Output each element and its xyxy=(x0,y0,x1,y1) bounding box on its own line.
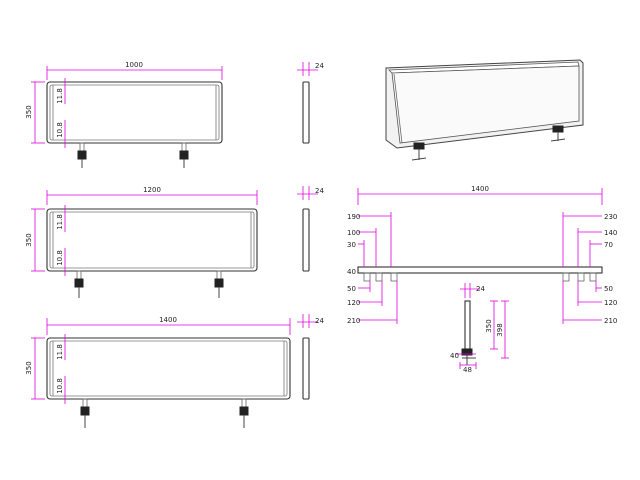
top-panel xyxy=(357,266,603,274)
clamp-right xyxy=(179,142,189,168)
perspective-clamp-right xyxy=(550,125,566,142)
width-label: 1200 xyxy=(143,186,161,194)
overall-width-label: 1400 xyxy=(471,185,489,193)
panel-1400-side-view: 24 xyxy=(297,314,324,400)
panel-1200 xyxy=(46,208,258,272)
thickness-label: 24 xyxy=(315,187,324,195)
dim-140: 140 xyxy=(604,229,617,237)
thickness-label: 24 xyxy=(315,317,324,325)
dim-120-right: 120 xyxy=(604,299,617,307)
frame-bottom-label: 10.8 xyxy=(56,378,64,394)
side-profile xyxy=(302,337,310,400)
panel-1000-front-view: 1000 350 11.8 10.8 xyxy=(25,61,223,168)
clamp-right xyxy=(239,398,249,428)
dim-210: 210 xyxy=(347,317,360,325)
side-profile xyxy=(302,81,310,144)
height-label: 350 xyxy=(25,233,33,246)
width-label: 1000 xyxy=(125,61,143,69)
section-foot-40: 40 xyxy=(450,352,459,360)
dim-50-right: 50 xyxy=(604,285,613,293)
dim-50: 50 xyxy=(347,285,356,293)
dim-100: 100 xyxy=(347,229,360,237)
side-profile xyxy=(302,208,310,272)
height-label: 350 xyxy=(25,361,33,374)
section-height-398: 398 xyxy=(496,323,504,336)
dim-210-right: 210 xyxy=(604,317,617,325)
frame-bottom-label: 10.8 xyxy=(56,250,64,266)
height-label: 350 xyxy=(25,105,33,118)
panel-1200-front-view: 1200 350 11.8 10.8 xyxy=(25,186,258,298)
dim-120: 120 xyxy=(347,299,360,307)
width-label: 1400 xyxy=(159,316,177,324)
section-panel xyxy=(464,300,471,350)
thickness-label: 24 xyxy=(315,62,324,70)
dim-190: 190 xyxy=(347,213,360,221)
perspective-view xyxy=(385,59,584,161)
dim-30: 30 xyxy=(347,241,356,249)
frame-top-label: 11.8 xyxy=(56,214,64,230)
panel-1000-side-view: 24 xyxy=(297,62,324,144)
frame-bottom-label: 10.8 xyxy=(56,122,64,138)
panel-1400-front-view: 1400 350 11.8 10.8 xyxy=(25,316,291,428)
dim-40: 40 xyxy=(347,268,356,276)
section-foot-48: 48 xyxy=(463,366,472,374)
panel-1200-side-view: 24 xyxy=(297,186,324,272)
clamp-right xyxy=(214,270,224,298)
section-height-350: 350 xyxy=(485,319,493,332)
clamp-section-view: 24 350 398 40 48 xyxy=(450,283,509,374)
dim-70: 70 xyxy=(604,241,613,249)
perspective-clamp-left xyxy=(411,142,427,161)
frame-top-label: 11.8 xyxy=(56,88,64,104)
top-view: 1400 190 100 30 40 50 120 210 xyxy=(347,185,617,325)
clamp-left xyxy=(77,142,87,168)
dim-230: 230 xyxy=(604,213,617,221)
clamp-left xyxy=(80,398,90,428)
clamp-left xyxy=(74,270,84,298)
panel-1400 xyxy=(46,337,291,400)
frame-top-label: 11.8 xyxy=(56,344,64,360)
panel-1000 xyxy=(46,81,223,144)
section-top-width: 24 xyxy=(476,285,485,293)
